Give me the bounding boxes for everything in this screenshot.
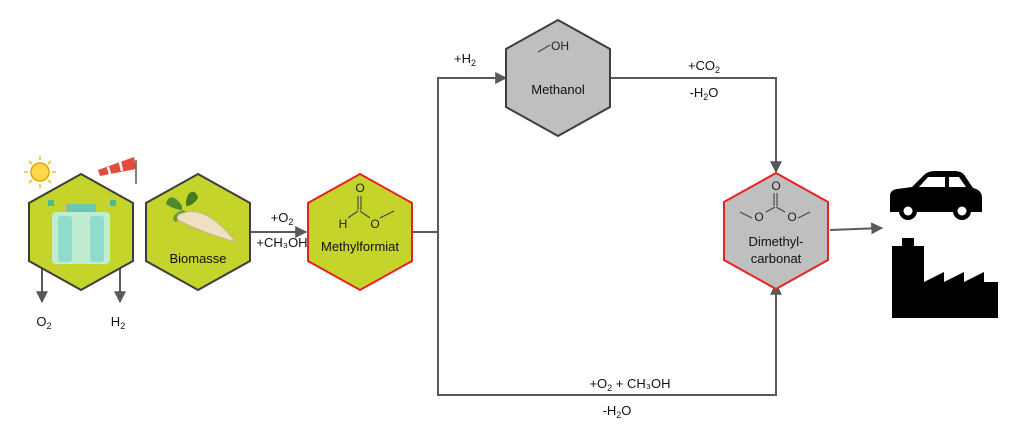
- methylformate-label: Methylformiat: [321, 239, 399, 254]
- biomass-label: Biomasse: [169, 251, 226, 266]
- car-icon: [890, 171, 982, 220]
- biomass-hexagon: [145, 172, 251, 292]
- dmc-hexagon: [723, 171, 829, 291]
- sugar-beet-icon: [166, 191, 238, 243]
- electrolysis-node: O2 H2: [24, 156, 137, 331]
- electrolyzer-icon: [48, 200, 116, 264]
- output-h2-label: H2: [111, 314, 125, 331]
- factory-icon: [892, 238, 998, 318]
- methanol-hexagon: [505, 18, 611, 138]
- reaction-water-label-bottom: -H2O: [603, 403, 632, 420]
- atom-o-carbonyl: O: [355, 181, 364, 195]
- dmc-label-line1: Dimethyl-: [749, 234, 804, 249]
- dmc-node: O O O Dimethyl- carbonat: [723, 171, 829, 291]
- methanol-node: OH Methanol: [505, 18, 611, 138]
- atom-o-right: O: [787, 210, 796, 224]
- output-o2-label: O2: [36, 314, 51, 331]
- atom-o-ester: O: [370, 217, 379, 231]
- methanol-label: Methanol: [531, 82, 585, 97]
- atom-o-left: O: [754, 210, 763, 224]
- reaction-o2-label: +O2: [271, 210, 294, 227]
- atom-o-carbonyl: O: [771, 179, 780, 193]
- reaction-o2-methanol-label: +O2 + CH₃OH: [589, 376, 670, 393]
- arrow-direct-to-dmc: [437, 232, 782, 396]
- sun-icon: [24, 156, 56, 188]
- reaction-h2-label: +H2: [454, 51, 476, 68]
- methanol-bond: [537, 44, 551, 53]
- arrow-to-methanol: [437, 72, 508, 232]
- reaction-water-label-top: -H2O: [690, 85, 719, 102]
- biomass-node: Biomasse: [145, 172, 251, 292]
- atom-h: H: [339, 217, 348, 231]
- methylformate-structure: O H O: [339, 181, 395, 231]
- windsock-icon: [98, 157, 137, 184]
- flow-lines: [36, 72, 884, 396]
- dmc-label-line2: carbonat: [751, 251, 802, 266]
- arrow-methanol-to-dmc: [608, 77, 782, 174]
- atom-oh: OH: [551, 39, 569, 53]
- dmc-structure: O O O: [739, 179, 811, 224]
- methylformate-node: O H O Methylformiat: [307, 172, 413, 292]
- methylformate-hexagon: [307, 172, 413, 292]
- arrow-dmc-to-use: [829, 222, 884, 235]
- reaction-methanol-label: +CH₃OH: [256, 235, 307, 250]
- reaction-co2-label: +CO2: [688, 58, 720, 75]
